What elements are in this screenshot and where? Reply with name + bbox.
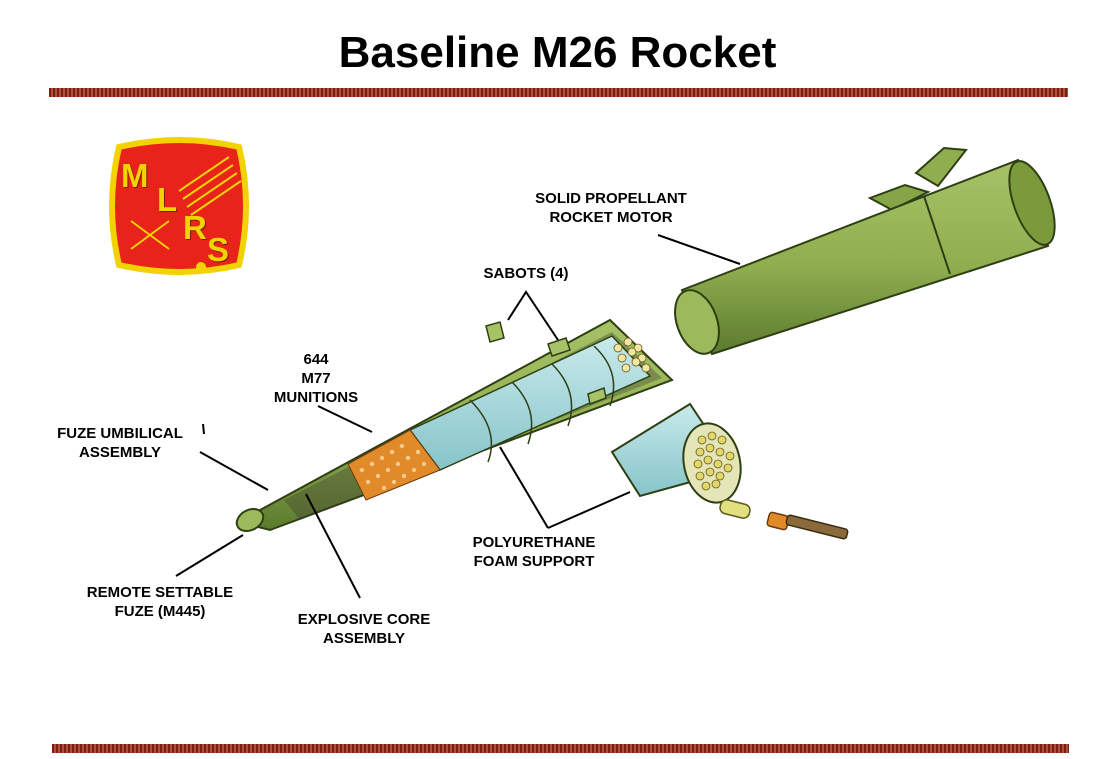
label-explosive-core-line2: ASSEMBLY <box>323 630 405 647</box>
logo-letter-m: M <box>121 157 149 194</box>
logo-letter-s: S <box>207 231 230 268</box>
label-fuze-umbilical: FUZE UMBILICAL ASSEMBLY <box>50 424 190 462</box>
label-munitions-line1: 644 <box>303 351 329 368</box>
label-fuze-umbilical-line1: FUZE UMBILICAL <box>57 425 183 442</box>
label-munitions: 644 M77 MUNITIONS <box>269 350 363 407</box>
bottom-rule <box>52 744 1069 753</box>
label-solid-propellant-line2: ROCKET MOTOR <box>549 209 673 226</box>
label-remote-fuze-line1: REMOTE SETTABLE <box>86 584 234 601</box>
label-explosive-core-line1: EXPLOSIVE CORE <box>297 611 431 628</box>
loose-sabot <box>485 321 505 343</box>
label-munitions-line3: MUNITIONS <box>273 389 359 406</box>
top-rule <box>49 88 1068 97</box>
leader-lines <box>175 234 741 599</box>
label-sabots: SABOTS (4) <box>479 264 573 283</box>
mlrs-logo-badge <box>109 137 249 275</box>
label-fuze-umbilical-line2: ASSEMBLY <box>79 444 161 461</box>
warhead-body <box>235 318 674 533</box>
foam-support-cylinder <box>610 402 742 504</box>
mlrs-logo: M L R S <box>105 137 253 275</box>
exploded-munition <box>719 499 849 540</box>
label-explosive-core: EXPLOSIVE CORE ASSEMBLY <box>290 610 438 648</box>
label-sabots-line1: SABOTS (4) <box>483 265 569 282</box>
page-title: Baseline M26 Rocket <box>338 28 777 77</box>
label-polyurethane: POLYURETHANE FOAM SUPPORT <box>463 533 605 571</box>
logo-letter-l: L <box>157 181 178 218</box>
label-polyurethane-line1: POLYURETHANE <box>472 534 596 551</box>
logo-letter-r: R <box>183 209 207 246</box>
rocket-motor <box>674 146 1056 356</box>
label-remote-fuze-line2: FUZE (M445) <box>114 603 206 620</box>
label-solid-propellant: SOLID PROPELLANT ROCKET MOTOR <box>528 189 694 227</box>
label-munitions-line2: M77 <box>301 370 331 387</box>
label-solid-propellant-line1: SOLID PROPELLANT <box>535 190 687 207</box>
label-polyurethane-line2: FOAM SUPPORT <box>473 553 595 570</box>
label-remote-fuze: REMOTE SETTABLE FUZE (M445) <box>78 583 242 621</box>
